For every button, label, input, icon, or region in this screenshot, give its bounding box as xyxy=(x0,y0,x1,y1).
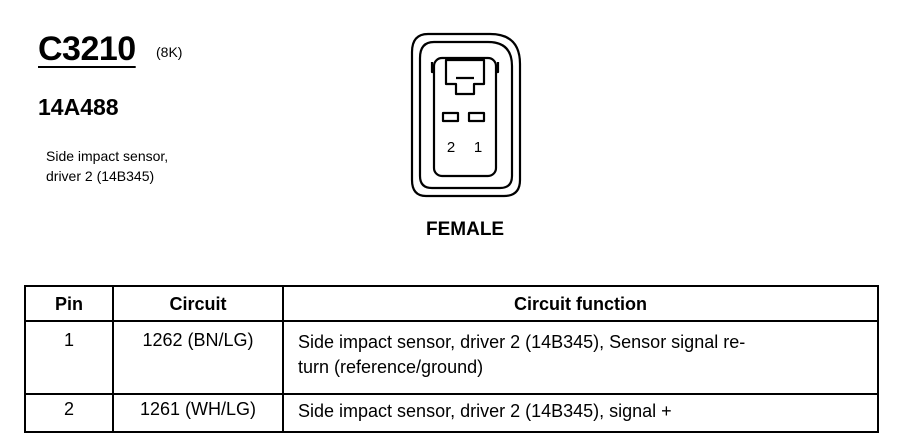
cell-circuit: 1261 (WH/LG) xyxy=(112,393,284,433)
pin-1-cavity xyxy=(467,111,486,123)
latch-inner-left xyxy=(430,62,434,74)
cell-circuit-function: Side impact sensor, driver 2 (14B345), S… xyxy=(282,320,879,395)
connector-inner-shell xyxy=(418,40,514,190)
table-row: 1 1262 (BN/LG) Side impact sensor, drive… xyxy=(24,320,879,395)
pin-count: (8K) xyxy=(156,44,183,60)
part-number: 14A488 xyxy=(38,94,119,120)
function-line: Side impact sensor, driver 2 (14B345), S… xyxy=(298,332,746,352)
header-circuit: Circuit xyxy=(112,285,284,322)
table-header-row: Pin Circuit Circuit function xyxy=(24,285,879,322)
connector-face-diagram: 2 1 xyxy=(410,32,522,198)
header-pin: Pin xyxy=(24,285,114,322)
header-circuit-function: Circuit function xyxy=(282,285,879,322)
pin-2-cavity xyxy=(441,111,460,123)
description-line: Side impact sensor, xyxy=(46,148,169,164)
pinout-table: Pin Circuit Circuit function 1 1262 (BN/… xyxy=(24,285,879,433)
cell-pin: 2 xyxy=(24,393,114,433)
cell-circuit-function: Side impact sensor, driver 2 (14B345), s… xyxy=(282,393,879,433)
connector-gender-label: FEMALE xyxy=(426,219,505,240)
pin-label-1: 1 xyxy=(474,139,482,156)
description-line: driver 2 (14B345) xyxy=(46,168,155,184)
connector-description: Side impact sensor, driver 2 (14B345) xyxy=(46,146,168,186)
connector-id: C3210 xyxy=(38,30,136,68)
pin-label-2: 2 xyxy=(447,139,455,156)
cell-pin: 1 xyxy=(24,320,114,395)
table-row: 2 1261 (WH/LG) Side impact sensor, drive… xyxy=(24,393,879,433)
function-line: Side impact sensor, driver 2 (14B345), s… xyxy=(298,401,672,421)
latch-inner-right xyxy=(496,62,500,74)
cell-circuit: 1262 (BN/LG) xyxy=(112,320,284,395)
locking-latch xyxy=(444,58,486,96)
terminal-housing xyxy=(432,56,498,178)
function-line: turn (reference/ground) xyxy=(298,357,484,377)
connector-outer-shell xyxy=(410,32,522,198)
